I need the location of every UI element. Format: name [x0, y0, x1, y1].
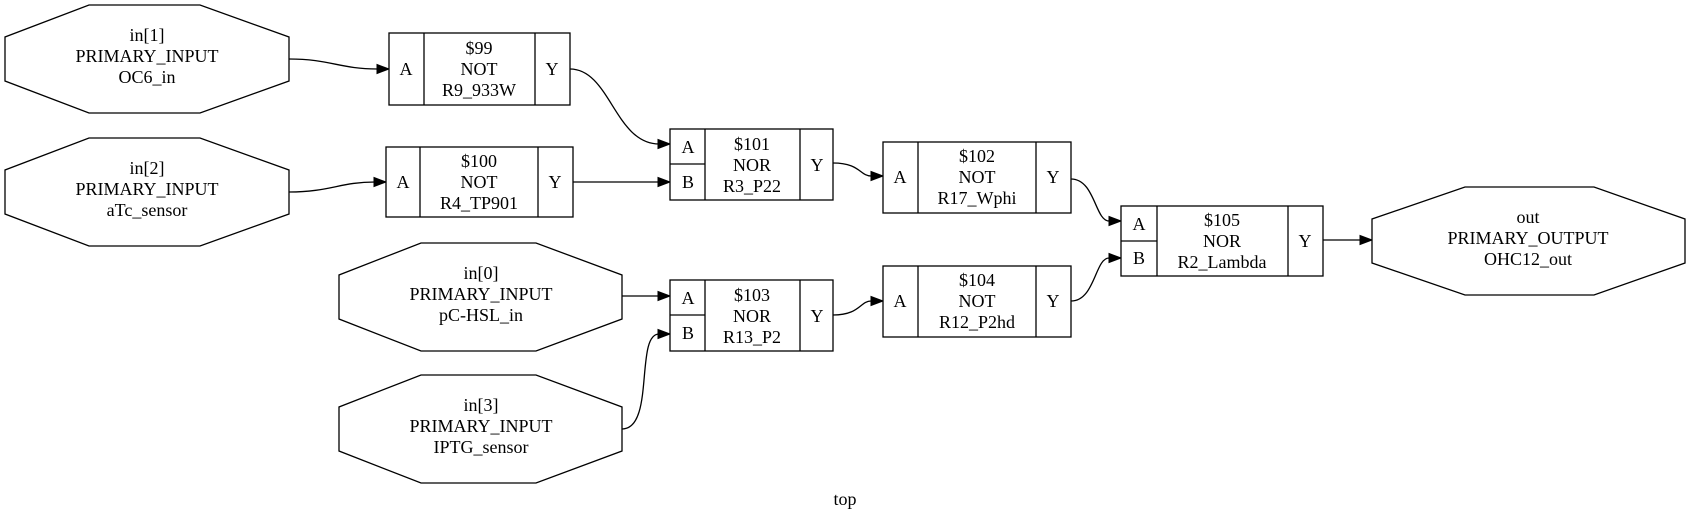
input-in1-name: in[1] [130, 25, 165, 45]
port-a-label: A [1133, 214, 1146, 234]
arrowheads [373, 63, 1374, 340]
output-type: PRIMARY_OUTPUT [1447, 228, 1608, 248]
gate-node-104: A $104 NOT R12_P2hd Y [882, 265, 1072, 338]
arrowhead [657, 290, 672, 302]
output-name: out [1516, 207, 1539, 227]
port-y-label: Y [1299, 231, 1312, 251]
gate-node-101: A B $101 NOR R3_P22 Y [669, 128, 834, 201]
gate-node-103: A B $103 NOR R13_P2 Y [669, 279, 834, 352]
input-node-in2: in[2] PRIMARY_INPUT aTc_sensor [4, 137, 290, 247]
port-b-label: B [1133, 248, 1145, 268]
arrowhead [373, 176, 388, 188]
input-node-in0: in[0] PRIMARY_INPUT pC-HSL_in [338, 242, 623, 352]
port-y-label: Y [1047, 167, 1060, 187]
gate-node-102: A $102 NOT R17_Wphi Y [882, 141, 1072, 214]
gate-box [882, 265, 1072, 338]
gate-type: NOR [1203, 231, 1241, 251]
input-in2-name: in[2] [130, 158, 165, 178]
edge-g99-to-g101 [569, 68, 660, 145]
octagon-shape [338, 242, 623, 352]
input-node-in1: in[1] PRIMARY_INPUT OC6_in [4, 4, 290, 114]
gate-type: NOT [461, 59, 498, 79]
gate-id: $99 [466, 38, 493, 58]
arrowhead [870, 295, 885, 307]
edge-in2-to-g100 [288, 181, 376, 193]
port-a-label: A [682, 288, 695, 308]
gate-label: R17_Wphi [938, 188, 1017, 208]
port-y-label: Y [811, 306, 824, 326]
gate-type: NOT [959, 291, 996, 311]
input-in2-label: aTc_sensor [107, 200, 188, 220]
edge-in1-to-g99 [288, 58, 378, 70]
gate-label: R9_933W [442, 80, 516, 100]
port-b-label: B [682, 323, 694, 343]
input-in1-type: PRIMARY_INPUT [75, 46, 218, 66]
arrowhead [870, 170, 885, 182]
input-in2-type: PRIMARY_INPUT [75, 179, 218, 199]
gate-node-105: A B $105 NOR R2_Lambda Y [1120, 205, 1324, 277]
port-y-label: Y [811, 155, 824, 175]
gate-type: NOT [461, 172, 498, 192]
port-a-label: A [682, 137, 695, 157]
port-a-label: A [397, 172, 410, 192]
port-y-label: Y [546, 59, 559, 79]
port-a-label: A [400, 59, 413, 79]
port-a-label: A [894, 291, 907, 311]
gate-id: $101 [734, 134, 770, 154]
gate-label: R3_P22 [723, 176, 781, 196]
graph-label: top [833, 489, 856, 509]
arrowhead [1108, 215, 1123, 227]
output-node-out: out PRIMARY_OUTPUT OHC12_out [1371, 186, 1686, 296]
input-in0-type: PRIMARY_INPUT [409, 284, 552, 304]
input-in0-name: in[0] [464, 263, 499, 283]
edge-g102-to-g105 [1070, 178, 1110, 222]
edges [288, 58, 1360, 430]
octagon-shape [4, 4, 290, 114]
gate-type: NOR [733, 155, 771, 175]
input-in3-type: PRIMARY_INPUT [409, 416, 552, 436]
gate-id: $100 [461, 151, 497, 171]
octagon-shape [338, 374, 623, 484]
port-a-label: A [894, 167, 907, 187]
gate-label: R4_TP901 [440, 193, 518, 213]
octagon-shape [1371, 186, 1686, 296]
port-b-label: B [682, 172, 694, 192]
arrowhead [1108, 252, 1123, 264]
gate-type: NOR [733, 306, 771, 326]
arrowhead [657, 138, 672, 150]
input-node-in3: in[3] PRIMARY_INPUT IPTG_sensor [338, 374, 623, 484]
port-y-label: Y [549, 172, 562, 192]
gate-box [882, 141, 1072, 214]
gate-node-99: A $99 NOT R9_933W Y [388, 32, 571, 106]
edge-g101-to-g102 [832, 162, 872, 177]
arrowhead [376, 63, 391, 75]
port-y-label: Y [1047, 291, 1060, 311]
gate-label: R2_Lambda [1178, 252, 1267, 272]
gate-id: $105 [1204, 210, 1240, 230]
input-in1-label: OC6_in [118, 67, 175, 87]
output-label: OHC12_out [1484, 249, 1572, 269]
gate-label: R12_P2hd [939, 312, 1015, 332]
gate-box [388, 32, 571, 106]
input-in3-label: IPTG_sensor [434, 437, 529, 457]
gate-id: $102 [959, 146, 995, 166]
input-in0-label: pC-HSL_in [439, 305, 523, 325]
gate-label: R13_P2 [723, 327, 781, 347]
gate-id: $104 [959, 270, 995, 290]
edge-in3-to-g103 [621, 333, 660, 430]
octagon-shape [4, 137, 290, 247]
arrowhead [657, 176, 672, 188]
gate-box [385, 146, 574, 218]
gate-type: NOT [959, 167, 996, 187]
arrowhead [1359, 234, 1374, 246]
gate-node-100: A $100 NOT R4_TP901 Y [385, 146, 574, 218]
input-in3-name: in[3] [464, 395, 499, 415]
edge-g104-to-g105 [1070, 257, 1110, 302]
edge-g103-to-g104 [832, 300, 872, 316]
arrowhead [657, 328, 672, 340]
gate-id: $103 [734, 285, 770, 305]
